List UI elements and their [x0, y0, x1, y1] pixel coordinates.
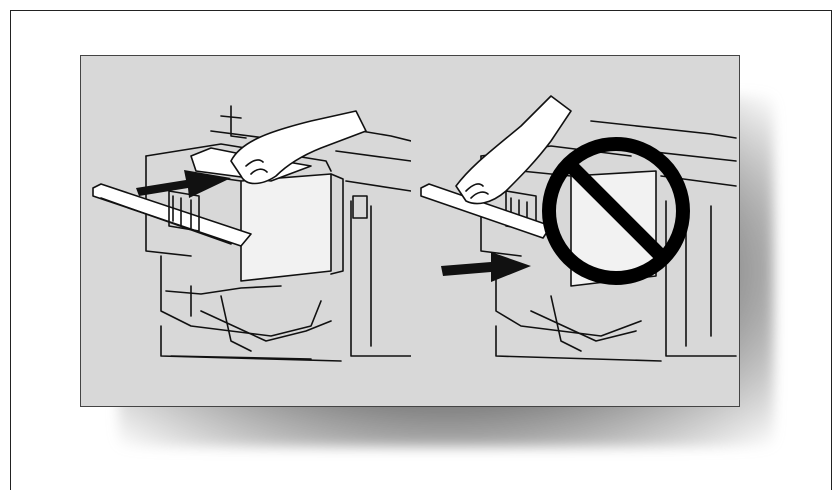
right-illustration — [411, 56, 739, 405]
no-entry-icon — [542, 137, 690, 285]
illustration-panel — [80, 55, 740, 407]
page-frame — [10, 10, 832, 490]
hand-pulling-tray-icon — [420, 95, 737, 362]
left-illustration — [81, 56, 411, 405]
hand-pressing-finisher-icon — [92, 105, 411, 362]
